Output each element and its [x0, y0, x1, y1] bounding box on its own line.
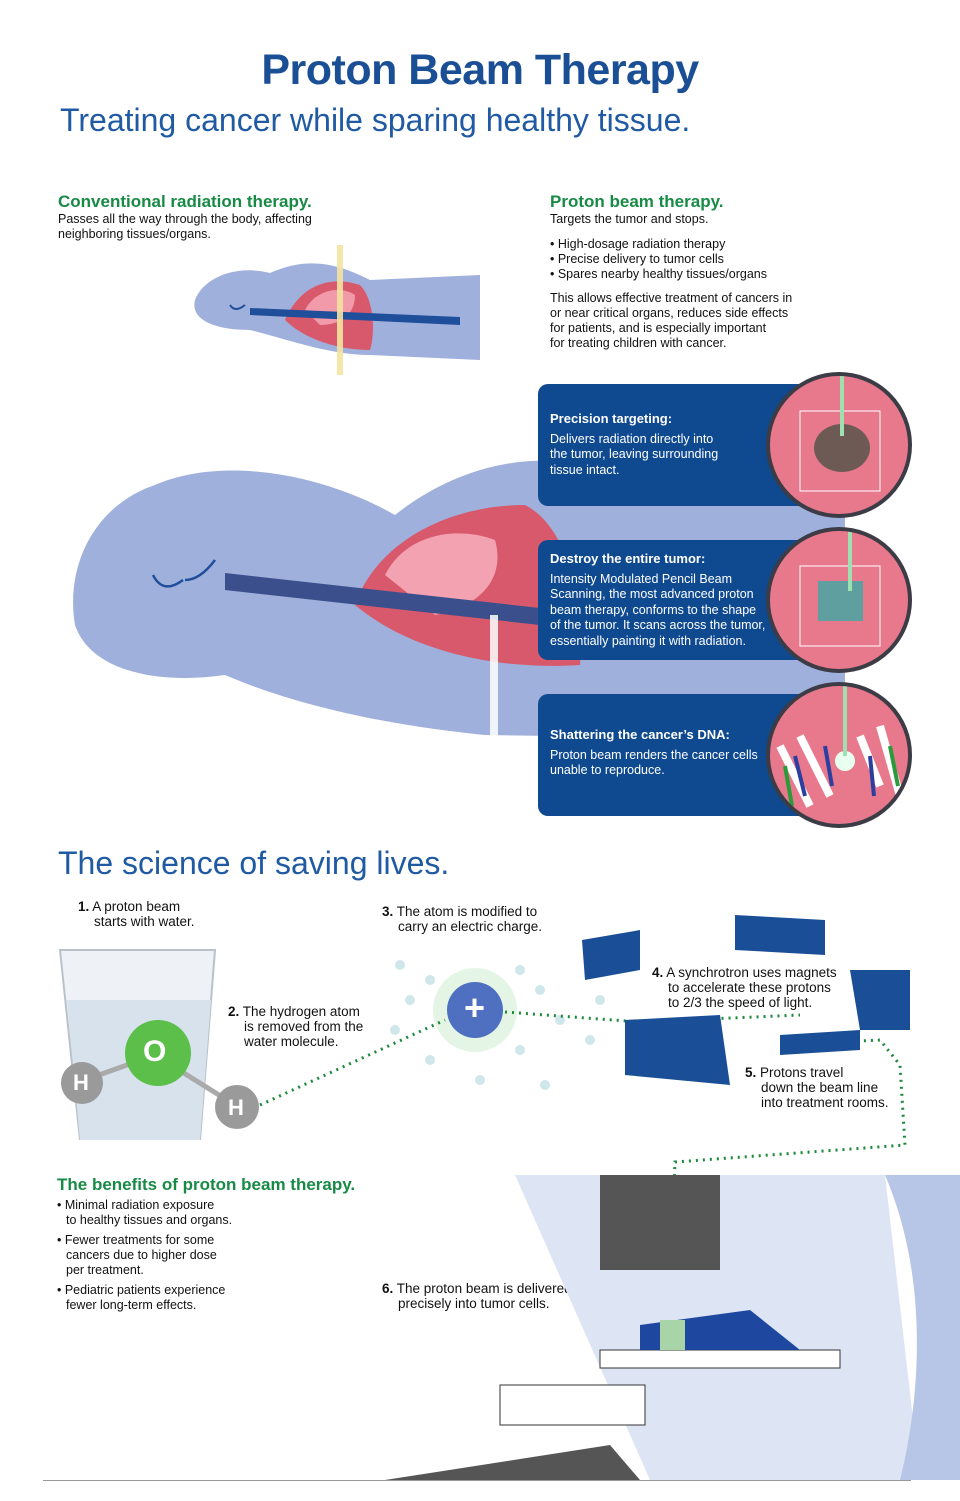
- panel-line: beam therapy, conforms to the shape: [550, 602, 757, 617]
- conventional-body-illustration: [194, 245, 480, 375]
- tumor-targeting-image: [766, 372, 912, 518]
- conventional-line: Passes all the way through the body, aff…: [58, 212, 312, 226]
- science-heading: The science of saving lives.: [58, 845, 450, 881]
- benefits-heading: The benefits of proton beam therapy.: [57, 1175, 356, 1194]
- dna-image: [766, 682, 912, 828]
- proton-bullet: • Spares nearby healthy tissues/organs: [550, 267, 767, 281]
- panel-line: the tumor, leaving surrounding: [550, 447, 719, 461]
- panel-line: Scanning, the most advanced proton: [550, 587, 754, 601]
- hydrogen-label: H: [73, 1070, 89, 1095]
- benefits-section: The benefits of proton beam therapy. • M…: [57, 1175, 355, 1313]
- conventional-line: neighboring tissues/organs.: [58, 227, 211, 241]
- proton-paragraph-line: for treating children with cancer.: [550, 336, 727, 350]
- bottom-divider: [43, 1480, 911, 1481]
- proton-body-illustration: [73, 455, 845, 740]
- panel-line: unable to reproduce.: [550, 763, 665, 777]
- panel-line: essentially painting it with radiation.: [550, 633, 746, 648]
- panel-line: Delivers radiation directly into: [550, 431, 714, 446]
- panel-title: Destroy the entire tumor:: [550, 551, 706, 566]
- oxygen-atom: [125, 1020, 191, 1086]
- proton-paragraph-line: for patients, and is especially importan…: [550, 321, 767, 335]
- panel-line: of the tumor. It scans across the tumor,: [550, 618, 766, 632]
- proton-paragraph-line: or near critical organs, reduces side ef…: [550, 306, 789, 320]
- panel-title: Shattering the cancer’s DNA:: [550, 727, 730, 742]
- proton-heading: Proton beam therapy.: [550, 192, 724, 211]
- oxygen-label: O: [143, 1035, 167, 1068]
- proton-paragraph-line: This allows effective treatment of cance…: [550, 291, 793, 305]
- proton-bullet: • Precise delivery to tumor cells: [550, 252, 724, 266]
- beam-path-illustration: [259, 915, 960, 1480]
- page-title: Proton Beam Therapy: [261, 46, 699, 94]
- panel-line: tissue intact.: [550, 462, 620, 477]
- proton-bullet: • High-dosage radiation therapy: [550, 237, 726, 251]
- hydrogen-label: H: [228, 1095, 244, 1120]
- hydrogen-atom: [215, 1085, 259, 1129]
- conventional-heading: Conventional radiation therapy.: [58, 192, 312, 211]
- conventional-section: Conventional radiation therapy. Passes a…: [58, 192, 312, 242]
- proton-section: Proton beam therapy. Targets the tumor a…: [550, 192, 850, 351]
- water-glass-illustration: [58, 949, 259, 1140]
- panel-line: Proton beam renders the cancer cells: [550, 747, 758, 762]
- proton-tagline: Targets the tumor and stops.: [550, 212, 709, 226]
- panel-title: Precision targeting:: [550, 411, 673, 426]
- page-subtitle: Treating cancer while sparing healthy ti…: [60, 102, 691, 138]
- tumor-scanning-image: [766, 527, 912, 673]
- hydrogen-atom: [61, 1062, 103, 1104]
- panel-line: Intensity Modulated Pencil Beam: [550, 571, 733, 586]
- proton-plus-label: +: [464, 987, 486, 1028]
